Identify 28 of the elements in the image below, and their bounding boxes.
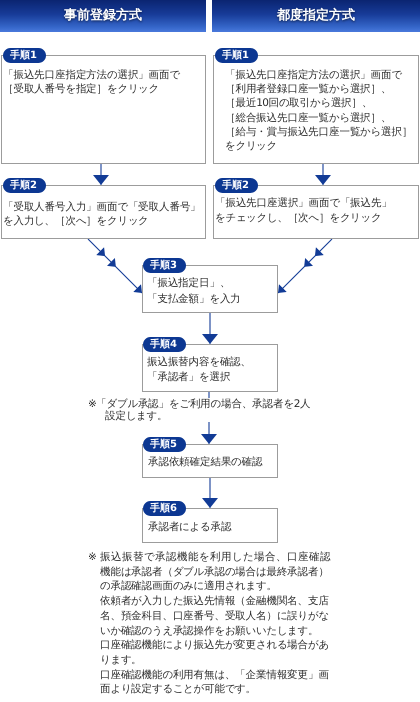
step-badge: 手順2 (215, 178, 258, 193)
arrow (278, 238, 332, 294)
arrow (202, 313, 218, 344)
arrow (202, 478, 218, 508)
step-badge: 手順2 (3, 178, 46, 193)
arrow (93, 164, 109, 185)
step-badge: 手順4 (143, 337, 186, 352)
step-text: 「受取人番号入力」画面で「受取人番号」を入力し、［次へ］をクリック (3, 200, 202, 228)
step-text: 「振込先口座選択」画面で「振込先」をチェックし、［次へ］をクリック (215, 196, 393, 226)
step-text: 振込振替内容を確認、「承認者」を選択 (147, 355, 252, 385)
arrow (88, 238, 142, 294)
column-header: 事前登録方式 (0, 0, 206, 32)
arrow (315, 164, 331, 185)
step-badge: 手順6 (143, 501, 186, 516)
step-text: 「振込先口座指定方法の選択」画面で［受取人番号を指定］をクリック (3, 68, 181, 97)
note-text: 口座確認機能により振込先が変更される場合があります。 (100, 638, 330, 668)
column-header: 都度指定方式 (212, 0, 420, 32)
note-text: 依頼者が入力した振込先情報（金融機関名、支店名、預金科目、口座番号、受取人名）に誤りがないか確認のうえ承認操作をお願いいたします。 (100, 594, 330, 638)
step-text: 承認依頼確定結果の確認 (148, 455, 264, 470)
step-badge: 手順3 (143, 258, 186, 273)
step-text: 「振込指定日」、「支払金額」を入力 (147, 276, 242, 307)
note-text: 口座確認機能の利用有無は、「企業情報変更」画面より設定することが可能です。 (100, 668, 330, 698)
step-badge: 手順1 (3, 48, 46, 63)
step-text: 承認者による承認 (148, 520, 232, 535)
step-badge: 手順5 (143, 437, 186, 452)
step-text: 「振込先口座指定方法の選択」画面で［利用者登録口座一覧から選択］、［最近10回の取引から選択］、［総合振込先口座一覧から選択］、［給与・賞与振込先口座一覧から選択］をクリック (225, 68, 414, 154)
note-text: ※ 振込振替で承認機能を利用した場合、口座確認機能は承認者（ダブル承認の場合は最終承認者）の承認確認画面のみに適用されます。 (88, 550, 332, 594)
step-badge: 手順1 (215, 48, 258, 63)
